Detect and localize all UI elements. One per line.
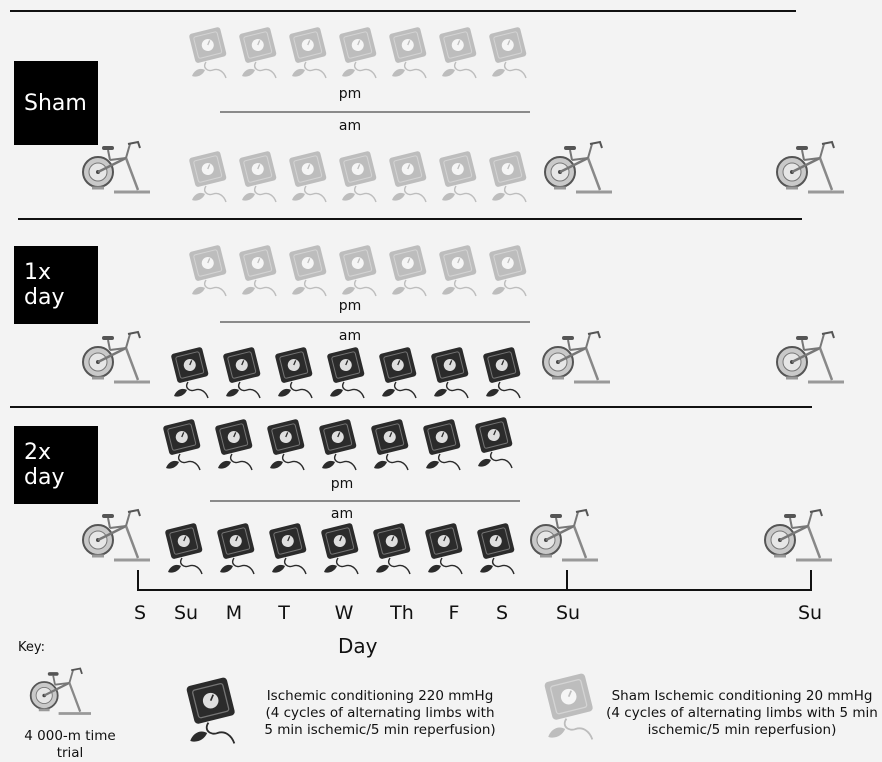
axis-title: Day — [338, 634, 378, 658]
key-ischemic-line: Ischemic conditioning 220 mmHg — [266, 688, 494, 704]
pm-label: pm — [338, 298, 362, 314]
am-label: am — [338, 118, 362, 134]
key-time-trial-label: 4 000-m time trial — [24, 728, 116, 761]
day-label: M — [225, 602, 243, 624]
bike-icon — [28, 662, 100, 720]
key-sham-line: ischemic/5 min reperfusion) — [647, 722, 837, 738]
am-pm-divider — [220, 321, 530, 323]
divider-1x-2x — [10, 406, 812, 408]
key-ischemic-description: Ischemic conditioning 220 mmHg (4 cycles… — [250, 688, 510, 739]
day-label: T — [278, 602, 290, 624]
ischemic-cuff-icon — [178, 676, 244, 746]
day-label: S — [133, 602, 147, 624]
key-ischemic-line: (4 cycles of alternating limbs with — [265, 705, 495, 721]
group-label-1x-day: 1x day — [14, 246, 98, 324]
day-label: Su — [173, 602, 199, 624]
key-sham-description: Sham Ischemic conditioning 20 mmHg (4 cy… — [604, 688, 880, 739]
day-label: Su — [797, 602, 823, 624]
day-label: Th — [390, 602, 414, 624]
day-label: S — [495, 602, 509, 624]
am-pm-divider — [210, 500, 520, 502]
day-label: F — [448, 602, 460, 624]
key-ischemic-line: 5 min ischemic/5 min reperfusion) — [264, 722, 496, 738]
am-label: am — [338, 328, 362, 344]
day-label: W — [334, 602, 354, 624]
top-divider — [10, 10, 796, 12]
key-sham-line: Sham Ischemic conditioning 20 mmHg — [611, 688, 873, 704]
pm-label: pm — [338, 86, 362, 102]
am-label: am — [330, 506, 354, 522]
group-label-2x-day: 2x day — [14, 426, 98, 504]
key-sham-line: (4 cycles of alternating limbs with 5 mi… — [606, 705, 878, 721]
key-title: Key: — [18, 640, 46, 655]
day-label: Su — [555, 602, 581, 624]
divider-sham-1x — [18, 218, 802, 220]
sham-cuff-icon — [536, 672, 602, 742]
am-pm-divider — [220, 111, 530, 113]
pm-label: pm — [330, 476, 354, 492]
group-label-sham: Sham — [14, 61, 98, 145]
